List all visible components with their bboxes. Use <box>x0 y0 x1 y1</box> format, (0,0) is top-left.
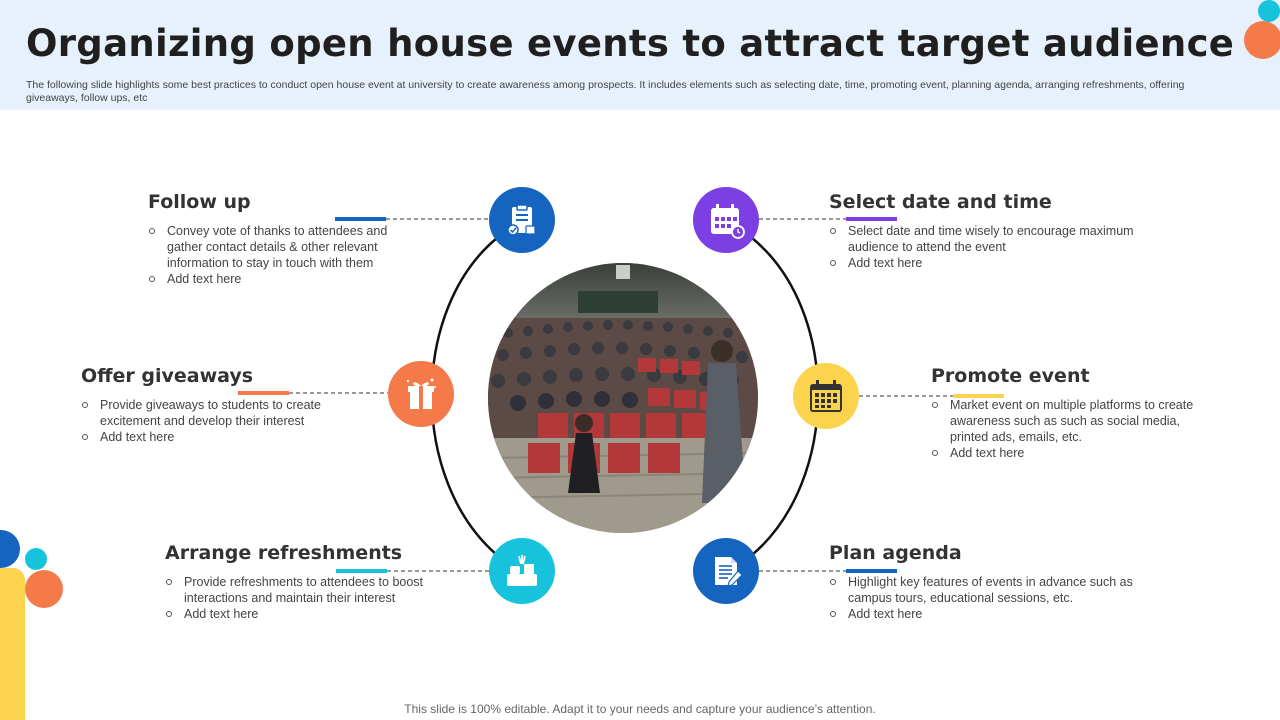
section-plan-agenda: Plan agenda Highlight key features of ev… <box>829 542 1164 622</box>
deco-blue-circle-left <box>0 530 20 568</box>
arrange-refreshments-bullets: Provide refreshments to attendees to boo… <box>165 574 455 622</box>
header-band: Organizing open house events to attract … <box>0 0 1280 110</box>
offer-giveaways-bullets: Provide giveaways to students to create … <box>81 397 351 445</box>
section-select-date-time: Select date and time Select date and tim… <box>829 191 1164 271</box>
follow-up-bullet: Convey vote of thanks to attendees and g… <box>148 223 413 271</box>
arrange-refreshments-bullet: Add text here <box>165 606 455 622</box>
select-date-time-bullets: Select date and time wisely to encourage… <box>829 223 1164 271</box>
section-follow-up: Follow up Convey vote of thanks to atten… <box>148 191 413 287</box>
offer-giveaways-bullet: Add text here <box>81 429 351 445</box>
offer-giveaways-icon-circle <box>388 361 454 427</box>
gift-icon <box>406 378 436 409</box>
plan-agenda-bullets: Highlight key features of events in adva… <box>829 574 1164 622</box>
plan-agenda-icon-circle <box>693 538 759 604</box>
select-date-time-bullet: Select date and time wisely to encourage… <box>829 223 1164 255</box>
plan-agenda-title: Plan agenda <box>829 542 962 564</box>
deco-orange-circle-left <box>25 570 63 608</box>
calendar-clock-icon <box>711 204 745 239</box>
promote-event-bullet: Market event on multiple platforms to cr… <box>931 397 1201 445</box>
footer-note: This slide is 100% editable. Adapt it to… <box>404 702 876 716</box>
select-date-icon-circle <box>693 187 759 253</box>
page-title: Organizing open house events to attract … <box>26 22 1235 65</box>
offer-giveaways-title: Offer giveaways <box>81 365 254 387</box>
select-date-time-title: Select date and time <box>829 191 1052 213</box>
page-subtitle: The following slide highlights some best… <box>26 79 1185 104</box>
promote-event-title: Promote event <box>931 365 1090 387</box>
deco-orange-circle-top <box>1244 21 1280 59</box>
arrange-refreshments-title: Arrange refreshments <box>165 542 403 564</box>
follow-up-bullets: Convey vote of thanks to attendees and g… <box>148 223 413 287</box>
deco-cyan-circle-left <box>25 548 47 570</box>
offer-giveaways-bullet: Provide giveaways to students to create … <box>81 397 351 429</box>
checklist-thumbs-up-icon <box>507 204 536 236</box>
follow-up-icon-circle <box>489 187 555 253</box>
plan-agenda-bullet: Add text here <box>829 606 1164 622</box>
follow-up-title: Follow up <box>148 191 251 213</box>
plan-agenda-bullet: Highlight key features of events in adva… <box>829 574 1164 606</box>
auditorium-photo <box>488 263 758 533</box>
deco-yellow-bar <box>0 568 25 720</box>
calendar-icon <box>810 380 842 412</box>
follow-up-bullet: Add text here <box>148 271 413 287</box>
deco-cyan-circle-top <box>1258 0 1280 22</box>
document-pen-icon <box>715 557 743 587</box>
promote-event-icon-circle <box>793 363 859 429</box>
refreshments-icon <box>507 555 537 586</box>
promote-event-bullet: Add text here <box>931 445 1201 461</box>
select-date-time-bullet: Add text here <box>829 255 1164 271</box>
arrange-refreshments-icon-circle <box>489 538 555 604</box>
section-arrange-refreshments: Arrange refreshments Provide refreshment… <box>165 542 455 622</box>
arrange-refreshments-bullet: Provide refreshments to attendees to boo… <box>165 574 455 606</box>
section-offer-giveaways: Offer giveaways Provide giveaways to stu… <box>81 365 351 445</box>
section-promote-event: Promote event Market event on multiple p… <box>931 365 1201 461</box>
promote-event-bullets: Market event on multiple platforms to cr… <box>931 397 1201 461</box>
